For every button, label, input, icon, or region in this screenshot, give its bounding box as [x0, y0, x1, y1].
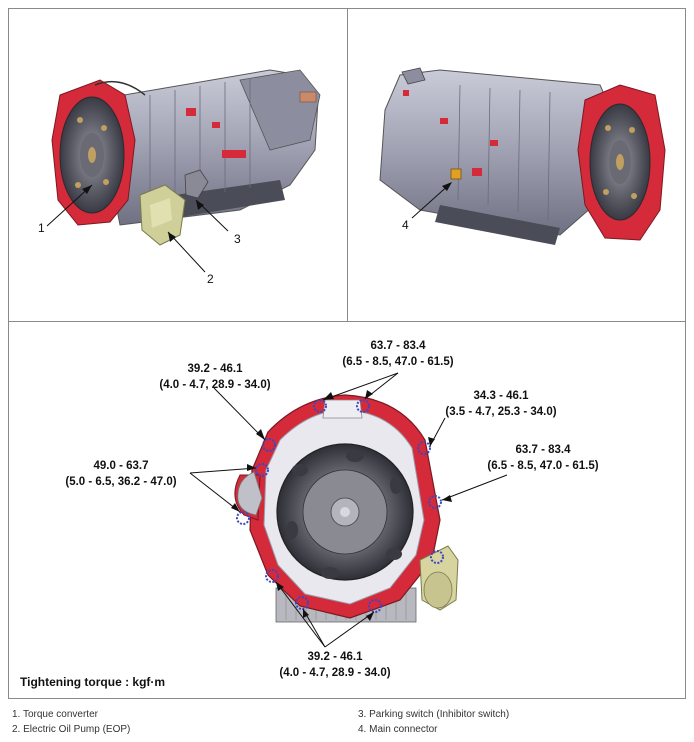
- transmission-right-view: [379, 67, 666, 245]
- torque-upper-left: 39.2 - 46.1 (4.0 - 4.7, 28.9 - 34.0): [150, 361, 280, 393]
- torque-range: 63.7 - 83.4: [515, 444, 571, 456]
- torque-detail: (4.0 - 4.7, 28.9 - 34.0): [279, 667, 391, 679]
- callout-3: 3: [234, 232, 241, 246]
- legend-item-parking-switch: 3. Parking switch (Inhibitor switch): [358, 709, 510, 720]
- torque-middle-right: 63.7 - 83.4 (6.5 - 8.5, 47.0 - 61.5): [478, 442, 608, 474]
- torque-detail: (4.0 - 4.7, 28.9 - 34.0): [159, 379, 271, 391]
- callout-2: 2: [207, 272, 214, 286]
- torque-range: 39.2 - 46.1: [187, 363, 243, 375]
- callout-1: 1: [38, 221, 45, 235]
- legend-item-main-connector: 4. Main connector: [358, 724, 438, 735]
- legend-item-torque-converter: 1. Torque converter: [12, 709, 98, 720]
- transmission-left-view: [51, 69, 321, 246]
- bolt-markers: [236, 399, 444, 613]
- torque-range: 34.3 - 46.1: [473, 390, 529, 402]
- torque-range: 63.7 - 83.4: [370, 340, 426, 352]
- torque-detail: (5.0 - 6.5, 36.2 - 47.0): [65, 476, 177, 488]
- torque-top-center: 63.7 - 83.4 (6.5 - 8.5, 47.0 - 61.5): [338, 338, 458, 370]
- torque-detail: (6.5 - 8.5, 47.0 - 61.5): [342, 356, 454, 368]
- torque-range: 49.0 - 63.7: [93, 460, 149, 472]
- torque-detail: (3.5 - 4.7, 25.3 - 34.0): [445, 406, 557, 418]
- legend-item-eop: 2. Electric Oil Pump (EOP): [12, 724, 131, 735]
- tightening-torque-unit: Tightening torque : kgf·m: [20, 675, 166, 689]
- torque-middle-left: 49.0 - 63.7 (5.0 - 6.5, 36.2 - 47.0): [56, 458, 186, 490]
- transmission-front-view: [234, 394, 459, 623]
- torque-upper-right: 34.3 - 46.1 (3.5 - 4.7, 25.3 - 34.0): [436, 388, 566, 420]
- torque-range: 39.2 - 46.1: [307, 651, 363, 663]
- torque-bottom-center: 39.2 - 46.1 (4.0 - 4.7, 28.9 - 34.0): [270, 649, 400, 681]
- callout-4: 4: [402, 218, 409, 232]
- torque-detail: (6.5 - 8.5, 47.0 - 61.5): [487, 460, 599, 472]
